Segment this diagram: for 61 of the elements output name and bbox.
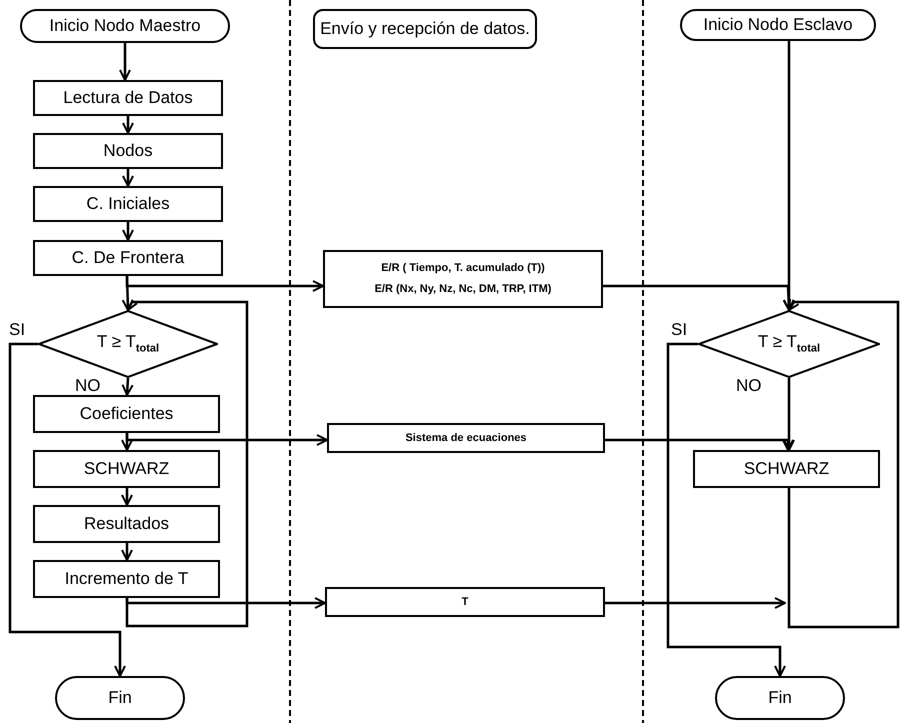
process-box [33, 240, 223, 276]
arrow [122, 222, 134, 241]
arrow [126, 298, 248, 628]
edge-label: NO [74, 377, 102, 394]
process-box [33, 80, 223, 116]
decision-diamond [38, 310, 218, 378]
arrow [122, 169, 134, 187]
node-text: Fin [768, 688, 792, 708]
node-text: Sistema de ecuaciones [405, 430, 527, 446]
arrow [126, 597, 326, 609]
arrow [121, 543, 133, 561]
data-box [323, 250, 603, 308]
process-box [33, 186, 223, 222]
arrow [783, 41, 795, 311]
process-box [33, 505, 220, 543]
terminal-shape [20, 9, 230, 43]
node-text: T ≥ T$_{total}$ [96, 332, 160, 356]
node-text: E/R ( Tiempo, T. acumulado (T)) [381, 261, 545, 276]
terminal-shape [55, 676, 185, 720]
node-text: Nodos [103, 140, 153, 162]
terminal-shape [680, 9, 876, 41]
arrow [121, 488, 133, 506]
arrow [605, 597, 786, 609]
terminal-shape [715, 676, 845, 720]
arrow [8, 342, 126, 677]
decision-diamond [698, 310, 880, 378]
node-text: Inicio Nodo Maestro [49, 16, 201, 36]
node-text: Lectura de Datos [63, 88, 193, 108]
process-box [33, 450, 220, 488]
node-text: SCHWARZ [84, 458, 170, 480]
node-text: Envío y recepción de datos. [320, 18, 530, 40]
arrow [605, 438, 794, 451]
lane-header [313, 9, 537, 49]
node-text: T [462, 594, 468, 610]
node-text: Incremento de T [64, 568, 188, 590]
process-box [693, 450, 880, 488]
process-box [33, 560, 220, 598]
data-box [327, 423, 605, 453]
arrow [788, 298, 900, 628]
arrow [122, 378, 134, 396]
arrow [783, 378, 795, 451]
edge-label: SI [8, 321, 26, 338]
edge-label: NO [735, 377, 762, 394]
node-text: C. Iniciales [86, 194, 170, 214]
process-box [33, 133, 223, 169]
node-text: SCHWARZ [744, 458, 830, 480]
node-text: Inicio Nodo Esclavo [703, 14, 853, 36]
data-box [325, 587, 605, 617]
node-text: Resultados [84, 514, 170, 534]
node-text: C. De Frontera [72, 248, 184, 268]
arrow [126, 276, 324, 292]
node-text: Fin [108, 688, 132, 708]
arrow [666, 342, 786, 677]
node-text: E/R (Nx, Ny, Nz, Nc, DM, TRP, ITM) [374, 282, 552, 297]
edge-label: SI [670, 321, 688, 338]
node-text: T ≥ T$_{total}$ [758, 332, 820, 356]
arrow [119, 43, 131, 81]
node-text: Coeficientes [80, 404, 174, 424]
process-box [33, 395, 220, 433]
arrow [126, 433, 328, 446]
arrow [122, 116, 134, 134]
